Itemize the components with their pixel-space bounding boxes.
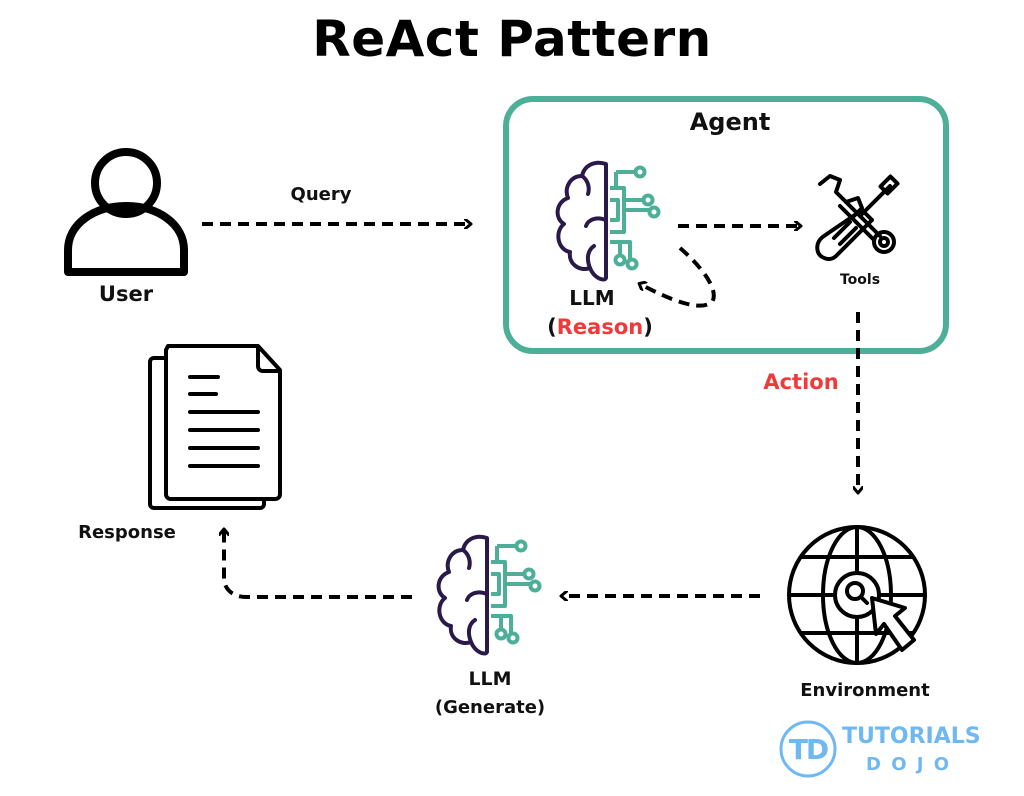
response-label: Response xyxy=(78,522,176,543)
reason-text: Reason xyxy=(556,315,644,339)
llm-generate-sub: (Generate) xyxy=(434,697,546,718)
wrench-screwdriver-icon xyxy=(815,174,900,261)
user-icon xyxy=(64,148,188,276)
llm-reason-label: LLM xyxy=(569,286,615,310)
paren-close: ) xyxy=(643,315,653,339)
query-label: Query xyxy=(290,184,352,205)
brain-circuit-icon xyxy=(436,534,542,656)
logo-line2: D O J O xyxy=(866,754,952,775)
user-label: User xyxy=(98,282,154,306)
logo-line1: TUTORIALS xyxy=(842,724,981,749)
tutorials-dojo-logo-mark xyxy=(779,720,837,778)
paren-open: ( xyxy=(547,315,557,339)
diagram-title: ReAct Pattern xyxy=(312,10,712,68)
logo-mark-text: TD xyxy=(788,733,829,766)
llm-generate-label: LLM xyxy=(468,668,512,690)
agent-container xyxy=(503,96,949,354)
tools-label: Tools xyxy=(839,272,881,288)
action-label: Action xyxy=(763,370,839,394)
brain-circuit-icon xyxy=(555,160,661,282)
environment-label: Environment xyxy=(800,680,930,701)
llm-to-response-arrow xyxy=(224,530,412,599)
agent-label: Agent xyxy=(689,108,771,136)
reasoning-loop-arrow xyxy=(640,246,716,308)
llm-reason-sub: (Reason) xyxy=(530,315,670,339)
globe-cursor-icon xyxy=(787,525,927,665)
document-icon xyxy=(148,344,282,510)
